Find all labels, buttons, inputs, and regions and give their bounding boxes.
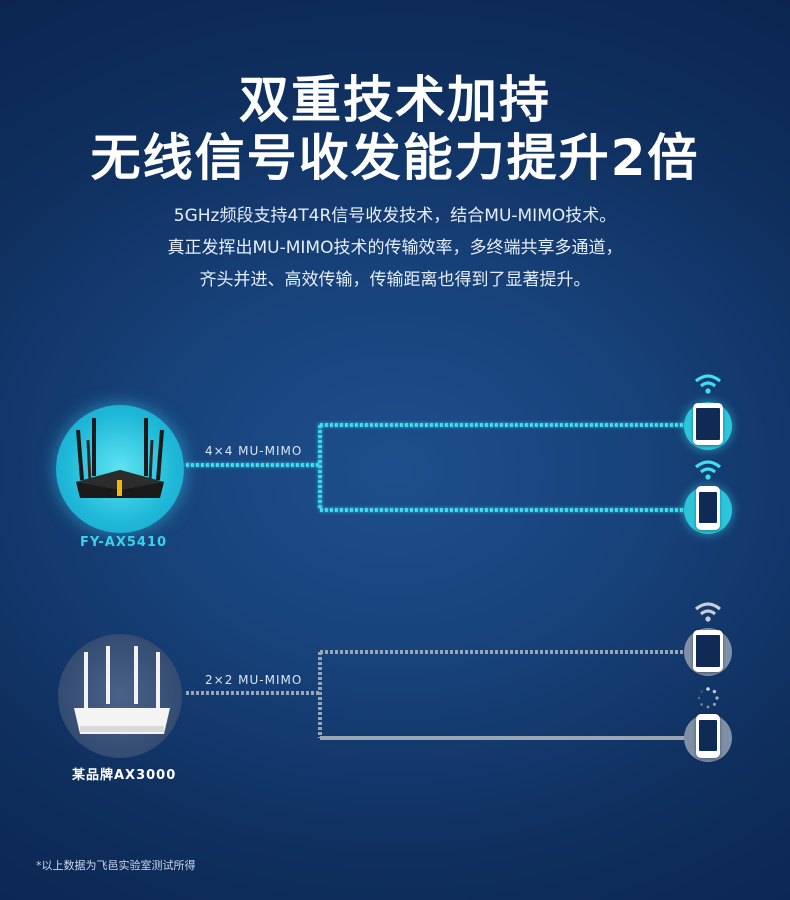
router-icon bbox=[74, 646, 170, 734]
wifi-icon bbox=[694, 374, 722, 394]
tablet-icon bbox=[693, 630, 723, 672]
bottom-link-lines bbox=[186, 650, 690, 740]
top-router-name: FY-AX5410 bbox=[80, 535, 168, 550]
bottom-router-halo bbox=[58, 634, 182, 758]
headline-line-2: 无线信号收发能力提升2倍 bbox=[90, 129, 700, 187]
phone-icon bbox=[696, 486, 720, 530]
description-line-1: 5GHz频段支持4T4R信号收发技术，结合MU-MIMO技术。 bbox=[173, 206, 617, 226]
wifi-icon bbox=[694, 602, 722, 622]
footnote: *以上数据为飞邑实验室测试所得 bbox=[36, 859, 196, 872]
bottom-link-label: 2×2 MU-MIMO bbox=[205, 673, 303, 687]
description-line-3: 齐头并进、高效传输，传输距离也得到了显著提升。 bbox=[199, 270, 591, 290]
description-line-2: 真正发挥出MU-MIMO技术的传输效率，多终端共享多通道， bbox=[167, 238, 623, 258]
top-link-lines bbox=[186, 423, 690, 512]
loading-spinner-icon bbox=[697, 687, 719, 709]
top-router-halo bbox=[56, 405, 184, 533]
headline-line-1: 双重技术加持 bbox=[239, 71, 551, 129]
wifi-icon bbox=[694, 460, 722, 480]
bottom-router-name: 某品牌AX3000 bbox=[72, 768, 177, 783]
router-icon bbox=[76, 418, 164, 498]
phone-icon bbox=[696, 714, 720, 758]
tablet-icon bbox=[693, 403, 723, 445]
top-link-label: 4×4 MU-MIMO bbox=[205, 444, 303, 458]
